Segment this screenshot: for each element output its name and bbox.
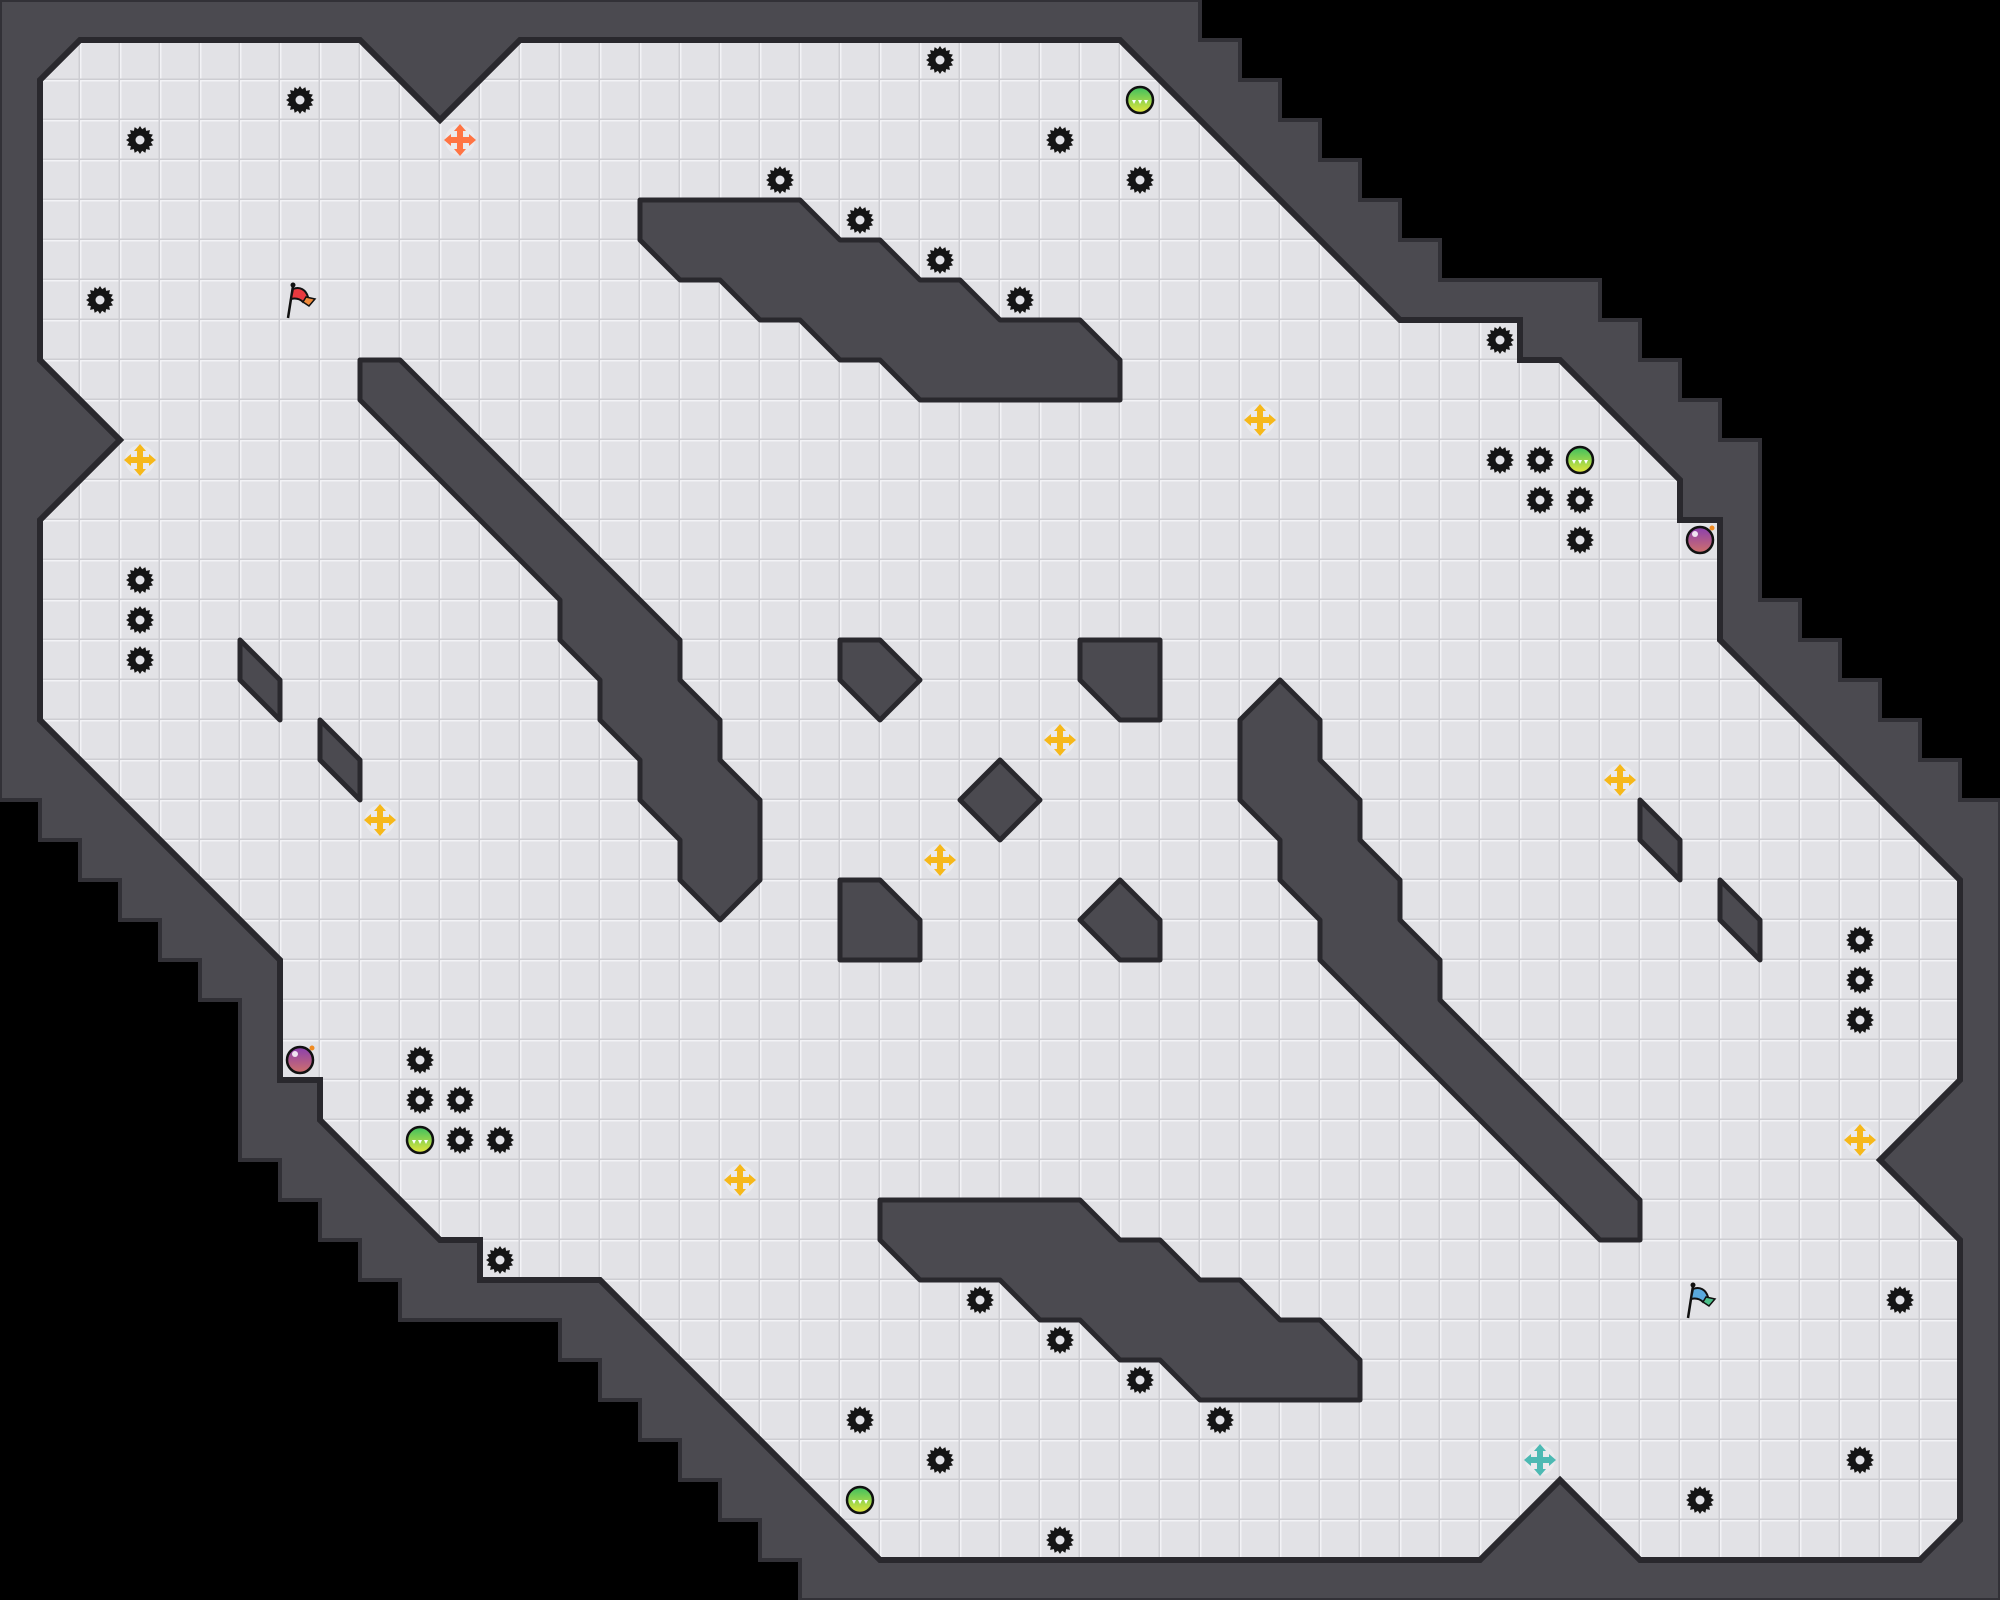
- boost-icon: [924, 844, 956, 876]
- bomb-icon: [285, 1045, 315, 1075]
- spike-icon: [126, 606, 154, 634]
- spike-icon: [1126, 166, 1154, 194]
- spike-icon: [1846, 1006, 1874, 1034]
- spike-icon: [926, 246, 954, 274]
- spike-icon: [1526, 486, 1554, 514]
- spike-icon: [1846, 966, 1874, 994]
- spike-icon: [1846, 1446, 1874, 1474]
- powerup-icon: [1565, 445, 1595, 475]
- spike-icon: [486, 1126, 514, 1154]
- spike-icon: [766, 166, 794, 194]
- spike-icon: [406, 1046, 434, 1074]
- small-diagonal-wall: [237, 637, 283, 723]
- spike-icon: [1006, 286, 1034, 314]
- right-diagonal-wall: [1237, 677, 1643, 1243]
- small-diagonal-wall: [1717, 877, 1763, 963]
- center-block-wall: [1077, 877, 1163, 963]
- blue-boost-icon: [1524, 1444, 1556, 1476]
- spike-icon: [1206, 1406, 1234, 1434]
- spike-icon: [1126, 1366, 1154, 1394]
- spike-icon: [1526, 446, 1554, 474]
- spike-icon: [1046, 126, 1074, 154]
- spike-icon: [1046, 1526, 1074, 1554]
- map-entities: [86, 46, 1914, 1554]
- boost-icon: [364, 804, 396, 836]
- center-block-wall: [837, 877, 923, 963]
- spike-icon: [1566, 486, 1594, 514]
- center-block-wall: [837, 637, 923, 723]
- powerup-icon: [1125, 85, 1155, 115]
- spike-icon: [126, 646, 154, 674]
- spike-icon: [1846, 926, 1874, 954]
- spike-icon: [846, 1406, 874, 1434]
- boost-icon: [1604, 764, 1636, 796]
- spike-icon: [446, 1086, 474, 1114]
- spike-icon: [1046, 1326, 1074, 1354]
- spike-icon: [126, 126, 154, 154]
- spike-icon: [1566, 526, 1594, 554]
- left-diagonal-wall: [357, 357, 763, 923]
- boost-icon: [1244, 404, 1276, 436]
- spike-icon: [926, 1446, 954, 1474]
- spike-icon: [1486, 446, 1514, 474]
- boost-icon: [124, 444, 156, 476]
- spike-icon: [286, 86, 314, 114]
- red-boost-icon: [444, 124, 476, 156]
- boost-icon: [1844, 1124, 1876, 1156]
- spike-icon: [486, 1246, 514, 1274]
- powerup-icon: [405, 1125, 435, 1155]
- spike-icon: [86, 286, 114, 314]
- bottom-wall-bar: [877, 1197, 1363, 1403]
- spike-icon: [1486, 326, 1514, 354]
- powerup-icon: [845, 1485, 875, 1515]
- center-diamond-wall: [957, 757, 1043, 843]
- spike-icon: [126, 566, 154, 594]
- center-block-wall: [1077, 637, 1163, 723]
- spike-icon: [926, 46, 954, 74]
- bomb-icon: [1685, 525, 1715, 555]
- spike-icon: [1886, 1286, 1914, 1314]
- small-diagonal-wall: [1637, 797, 1683, 883]
- red-flag-icon: [286, 282, 317, 319]
- spike-icon: [846, 206, 874, 234]
- top-wall-bar: [637, 197, 1123, 403]
- blue-flag-icon: [1686, 1282, 1717, 1319]
- spike-icon: [406, 1086, 434, 1114]
- small-diagonal-wall: [317, 717, 363, 803]
- spike-icon: [1686, 1486, 1714, 1514]
- spike-icon: [966, 1286, 994, 1314]
- spike-icon: [446, 1126, 474, 1154]
- boost-icon: [724, 1164, 756, 1196]
- boost-icon: [1044, 724, 1076, 756]
